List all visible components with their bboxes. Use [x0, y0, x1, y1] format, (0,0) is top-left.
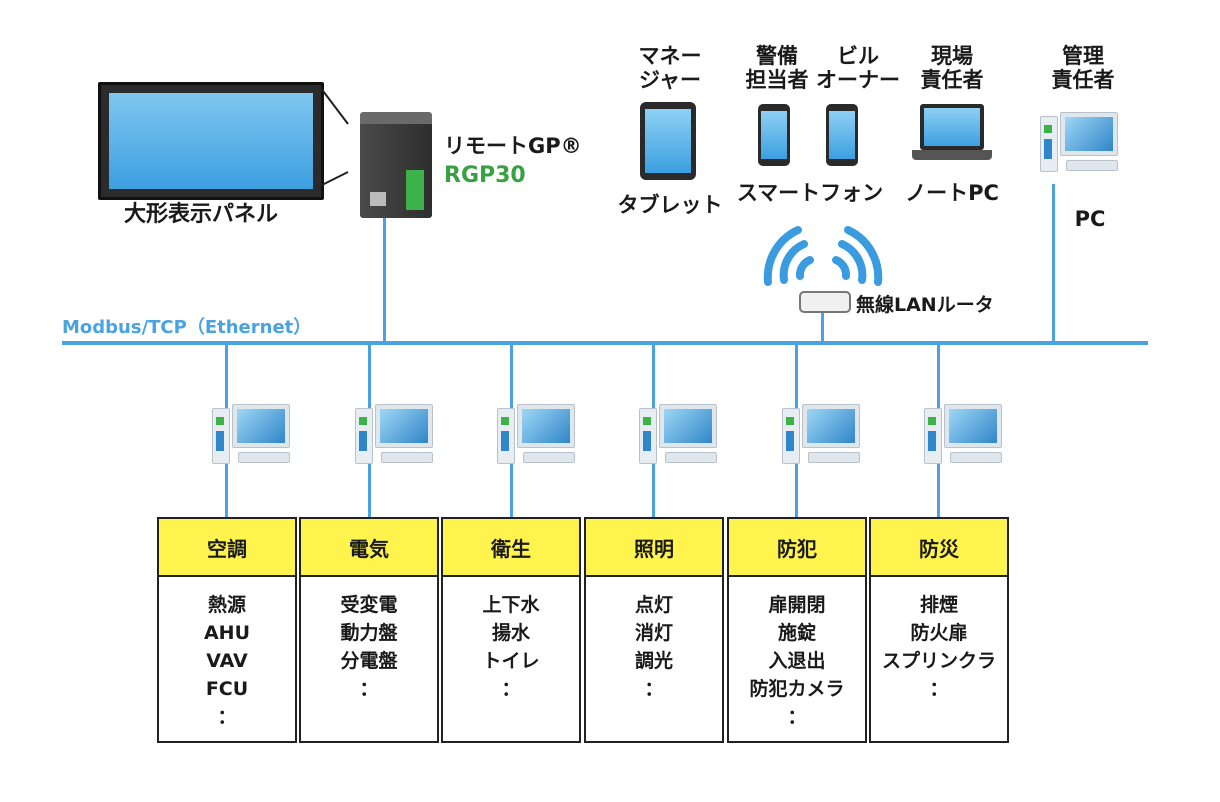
- category-title: 衛生: [443, 519, 579, 577]
- category-title: 空調: [159, 519, 295, 577]
- laptop-icon: [912, 104, 992, 168]
- role-security-staff: 警備 担当者: [745, 44, 809, 92]
- category-item: VAV: [206, 650, 248, 672]
- category-item: 上下水: [482, 594, 540, 616]
- rgp30-device: [360, 112, 432, 218]
- category-item: ：: [644, 678, 664, 700]
- subsystem-pc-icon: [355, 404, 435, 466]
- category-item: ：: [501, 678, 521, 700]
- category-item: 防犯カメラ: [749, 678, 845, 700]
- display-panel-label: 大形表示パネル: [124, 202, 279, 227]
- category-box-disaster-prevention: 防災 排煙 防火扉 スプリンクラ ：: [869, 517, 1009, 743]
- category-item: 排煙: [919, 594, 958, 616]
- category-item: 調光: [634, 650, 673, 672]
- category-box-sanitary: 衛生 上下水 揚水 トイレ ：: [441, 517, 581, 743]
- panel-connector-lines: [319, 86, 349, 187]
- ethernet-backbone: [62, 341, 1148, 345]
- category-item: AHU: [203, 622, 251, 644]
- category-title: 電気: [301, 519, 437, 577]
- role-manager: マネー ジャー: [638, 44, 702, 92]
- category-item: トイレ: [482, 650, 540, 672]
- pc-label: PC: [1074, 207, 1106, 231]
- category-item: スプリンクラ: [881, 650, 996, 672]
- category-item: 点灯: [634, 594, 673, 616]
- subsystem-pc-icon: [212, 404, 292, 466]
- role-building-owner: ビル オーナー: [816, 44, 900, 92]
- category-title: 防犯: [729, 519, 865, 577]
- smartphone-icon: [826, 104, 858, 166]
- category-item: ：: [787, 706, 807, 728]
- subsystem-pc-icon: [497, 404, 577, 466]
- large-display-panel: [98, 82, 324, 200]
- category-box-lighting: 照明 点灯 消灯 調光 ：: [584, 517, 724, 743]
- category-box-hvac: 空調 熱源 AHU VAV FCU ：: [157, 517, 297, 743]
- router-label: 無線LANルータ: [856, 294, 994, 316]
- category-item: 分電盤: [340, 650, 398, 672]
- rgp-name: リモートGP®: [444, 134, 582, 158]
- rgp-link: [383, 218, 386, 342]
- tablet-icon: [640, 102, 696, 180]
- category-item: 消灯: [634, 622, 673, 644]
- role-site-manager: 現場 責任者: [920, 44, 984, 92]
- role-admin-manager: 管理 責任者: [1051, 44, 1115, 92]
- category-item: ：: [217, 706, 237, 728]
- category-item: ：: [359, 678, 379, 700]
- smartphone-icon: [758, 104, 790, 166]
- subsystem-pc-icon: [924, 404, 1004, 466]
- category-item: 施錠: [777, 622, 816, 644]
- network-label: Modbus/TCP（Ethernet）: [62, 317, 312, 338]
- category-box-security: 防犯 扉開閉 施錠 入退出 防犯カメラ ：: [727, 517, 867, 743]
- wireless-router-icon: [799, 291, 851, 313]
- category-item: 扉開閉: [768, 594, 826, 616]
- category-item: 防火扉: [910, 622, 968, 644]
- category-item: 受変電: [340, 594, 398, 616]
- laptop-label: ノートPC: [905, 181, 999, 205]
- category-title: 防災: [871, 519, 1007, 577]
- rgp-model: RGP30: [444, 163, 526, 188]
- wifi-signal-icon: [763, 226, 883, 286]
- admin-pc-icon: [1040, 112, 1120, 174]
- tablet-label: タブレット: [617, 193, 723, 217]
- category-item: FCU: [205, 678, 249, 700]
- category-box-electric: 電気 受変電 動力盤 分電盤 ：: [299, 517, 439, 743]
- subsystem-pc-icon: [782, 404, 862, 466]
- category-title: 照明: [586, 519, 722, 577]
- router-link: [821, 309, 824, 342]
- category-item: 入退出: [768, 650, 826, 672]
- subsystem-pc-icon: [639, 404, 719, 466]
- smartphone-label: スマートフォン: [736, 181, 884, 205]
- category-item: ：: [929, 678, 949, 700]
- admin-pc-link: [1052, 184, 1055, 342]
- category-item: 熱源: [207, 594, 246, 616]
- category-item: 動力盤: [340, 622, 398, 644]
- category-item: 揚水: [491, 622, 530, 644]
